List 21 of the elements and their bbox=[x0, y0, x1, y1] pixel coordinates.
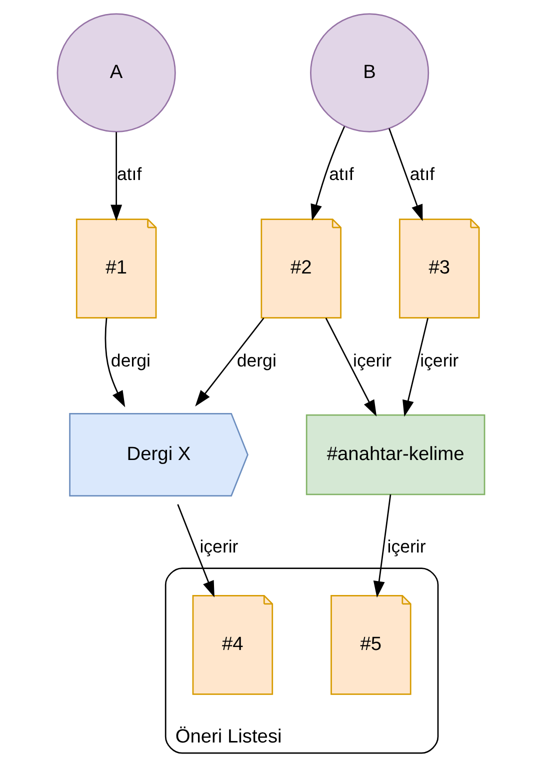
node-circle: B bbox=[310, 13, 429, 132]
edge-label: dergi bbox=[110, 350, 150, 370]
edge-label: atıf bbox=[116, 164, 142, 184]
arrow bbox=[372, 494, 391, 598]
arrow bbox=[194, 318, 264, 406]
edge-label: içerir bbox=[386, 536, 426, 556]
edge-label: içerir bbox=[420, 350, 458, 370]
arrow bbox=[176, 504, 214, 598]
arrow bbox=[402, 318, 428, 417]
edge-label: içerir bbox=[199, 536, 238, 556]
edge-label: atıf bbox=[409, 164, 434, 184]
edge-label: atıf bbox=[328, 164, 354, 184]
node-box: #anahtar-kelime bbox=[305, 414, 485, 496]
arrow bbox=[104, 318, 125, 408]
arrow bbox=[324, 318, 376, 417]
arrow bbox=[388, 128, 422, 222]
edge-label: içerir bbox=[352, 350, 392, 370]
edge-label: dergi bbox=[236, 350, 276, 370]
node-circle: A bbox=[56, 13, 176, 132]
arrow bbox=[110, 132, 122, 222]
arrow bbox=[310, 126, 345, 221]
